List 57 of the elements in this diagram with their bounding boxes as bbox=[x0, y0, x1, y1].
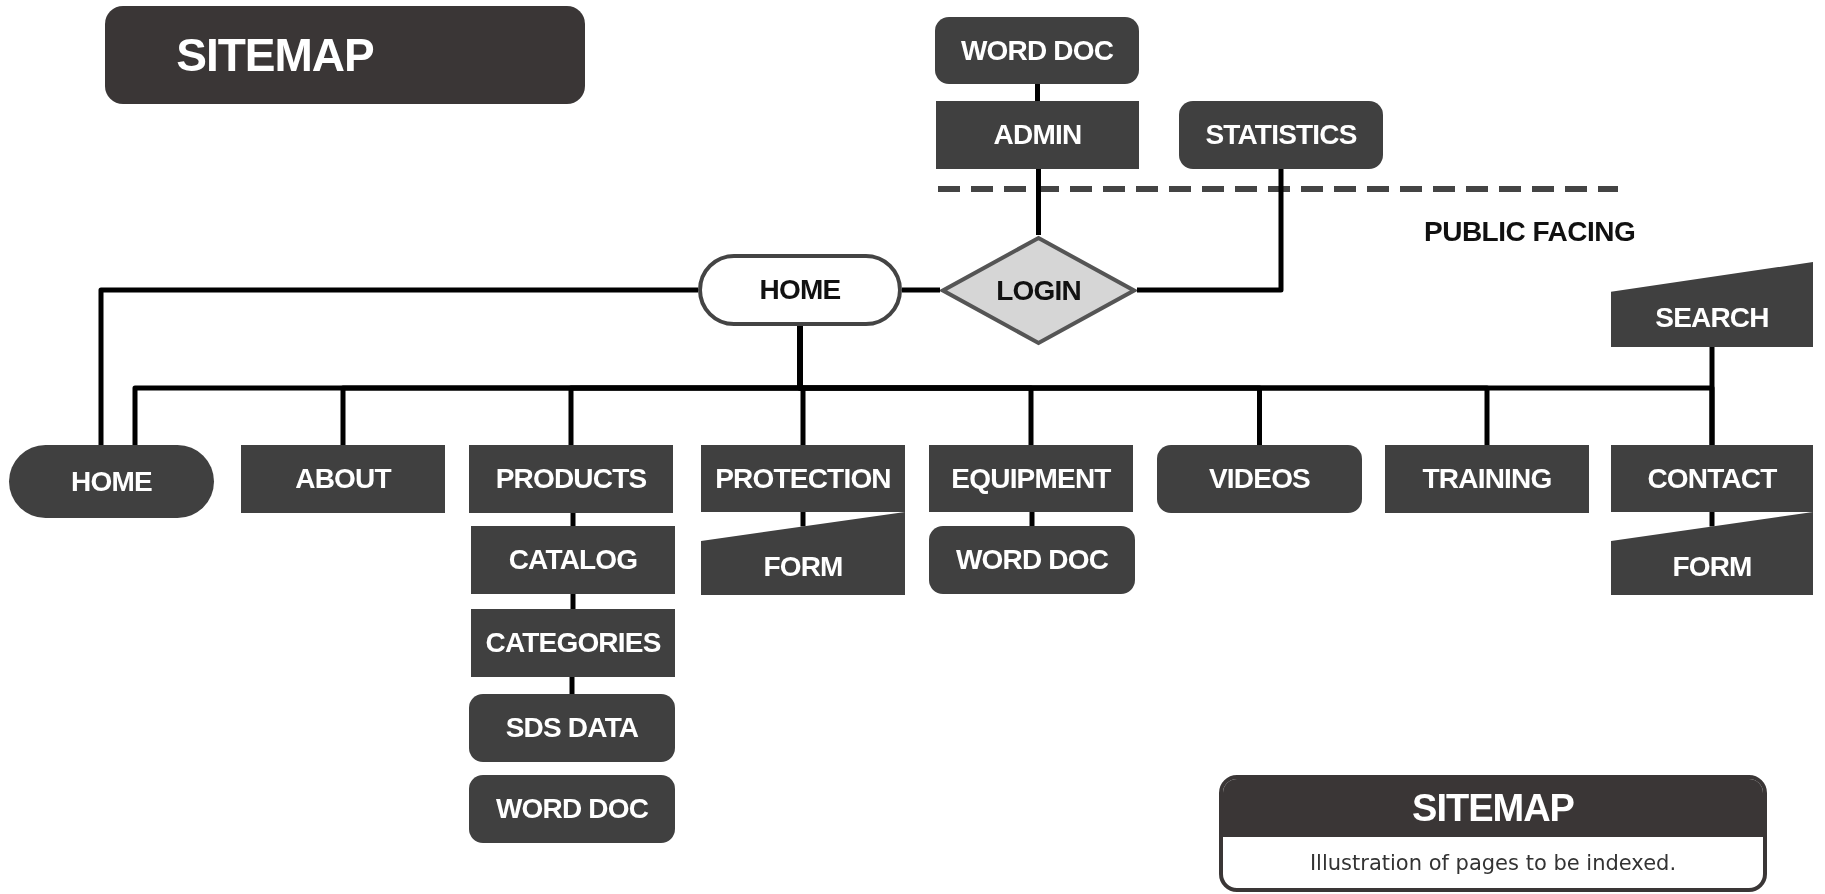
node-label: TRAINING bbox=[1422, 463, 1552, 495]
page-box bbox=[1611, 262, 1813, 347]
page-box bbox=[1157, 445, 1362, 513]
page-box bbox=[701, 512, 905, 595]
page-box bbox=[929, 526, 1135, 594]
connector-line bbox=[800, 512, 806, 527]
page-box bbox=[469, 694, 675, 762]
title: SITEMAP bbox=[176, 28, 374, 82]
connector-line bbox=[570, 594, 576, 609]
connector-line bbox=[1035, 84, 1040, 101]
connector-line bbox=[1709, 512, 1715, 527]
page-box bbox=[1611, 512, 1813, 595]
node-label: HOME bbox=[71, 465, 152, 498]
node-label: FORM bbox=[763, 550, 843, 583]
page-box bbox=[469, 445, 673, 513]
zone-label: PUBLIC FACING bbox=[1424, 216, 1636, 248]
page-box bbox=[701, 445, 905, 512]
node-label: FORM bbox=[1672, 550, 1752, 583]
node-label: ABOUT bbox=[295, 463, 391, 495]
page-box bbox=[929, 445, 1133, 512]
page-box bbox=[1179, 101, 1383, 169]
node-label: VIDEOS bbox=[1209, 463, 1310, 495]
info-card bbox=[1219, 775, 1767, 892]
connector-line bbox=[98, 287, 698, 445]
page-box bbox=[471, 526, 675, 594]
page-box bbox=[241, 445, 445, 513]
node-label: CATALOG bbox=[508, 544, 638, 576]
node-label: SDS DATA bbox=[505, 712, 639, 744]
node-label: LOGIN bbox=[996, 274, 1081, 307]
connector-line bbox=[1029, 512, 1035, 526]
node-label: CONTACT bbox=[1647, 462, 1777, 495]
node-label: PRODUCTS bbox=[495, 463, 647, 495]
page-box bbox=[1611, 445, 1813, 512]
node-label: EQUIPMENT bbox=[951, 462, 1111, 495]
page-box bbox=[471, 609, 675, 677]
decision-diamond bbox=[940, 235, 1137, 346]
node-label: CATEGORIES bbox=[485, 627, 661, 659]
node-label: STATISTICS bbox=[1205, 119, 1357, 151]
connector-line bbox=[569, 677, 575, 694]
card-caption: Illustration of pages to be indexed. bbox=[1308, 849, 1678, 877]
node-label: WORD DOC bbox=[960, 34, 1114, 67]
node-label: WORD DOC bbox=[495, 793, 649, 825]
connector-line bbox=[570, 513, 576, 526]
node-label: PROTECTION bbox=[715, 462, 891, 495]
connector-line bbox=[1137, 169, 1284, 293]
node-label: ADMIN bbox=[993, 119, 1082, 151]
connector-line bbox=[1709, 347, 1715, 445]
connector-line bbox=[902, 287, 940, 293]
node-label: SEARCH bbox=[1655, 301, 1769, 334]
node-label: WORD DOC bbox=[955, 544, 1109, 576]
page-box bbox=[1385, 445, 1589, 513]
node-label: HOME bbox=[759, 274, 841, 306]
page-box bbox=[469, 775, 675, 843]
page-box bbox=[936, 101, 1139, 169]
page-box bbox=[935, 17, 1139, 84]
connector-line bbox=[1036, 169, 1041, 235]
card-title: SITEMAP bbox=[1412, 786, 1574, 830]
